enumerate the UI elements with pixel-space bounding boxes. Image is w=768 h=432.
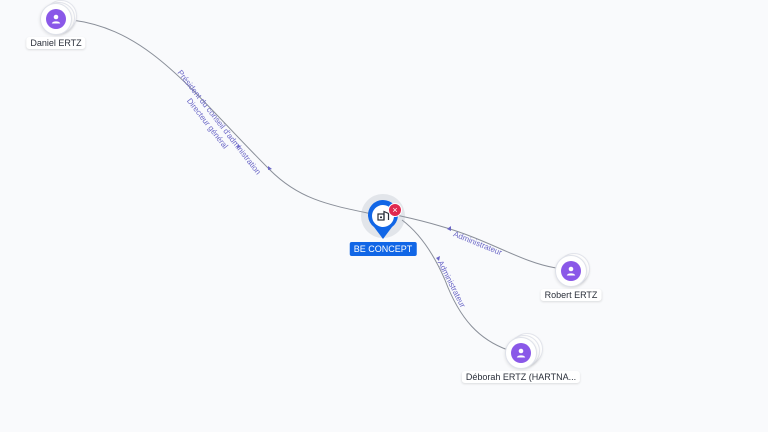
person-label-robert[interactable]: Robert ERTZ [540, 289, 602, 301]
avatar[interactable] [555, 253, 590, 287]
edge-arrow-deborah [436, 256, 440, 261]
edge-label-daniel-line1: Président du conseil d'administration [176, 68, 263, 176]
person-icon [51, 14, 61, 24]
edge-deborah-company[interactable] [401, 219, 509, 351]
edge-label-robert: Administrateur [452, 230, 504, 258]
edge-arrow-daniel-2 [237, 144, 241, 148]
building-icon [377, 210, 390, 221]
edge-robert-company[interactable] [395, 214, 557, 269]
avatar[interactable] [505, 333, 543, 369]
person-label-deborah[interactable]: Déborah ERTZ (HARTNA... [461, 371, 581, 383]
person-label-daniel[interactable]: Daniel ERTZ [26, 37, 86, 49]
person-icon [566, 266, 576, 276]
edge-arrow-robert [447, 226, 451, 231]
company-label[interactable]: BE CONCEPT [349, 242, 417, 256]
edge-daniel-company[interactable] [71, 19, 373, 215]
person-icon [516, 348, 526, 358]
close-icon[interactable]: × [388, 203, 402, 217]
edge-label-deborah: Administrateur [436, 259, 468, 309]
avatar[interactable] [40, 0, 77, 35]
edge-arrow-daniel [268, 166, 272, 170]
